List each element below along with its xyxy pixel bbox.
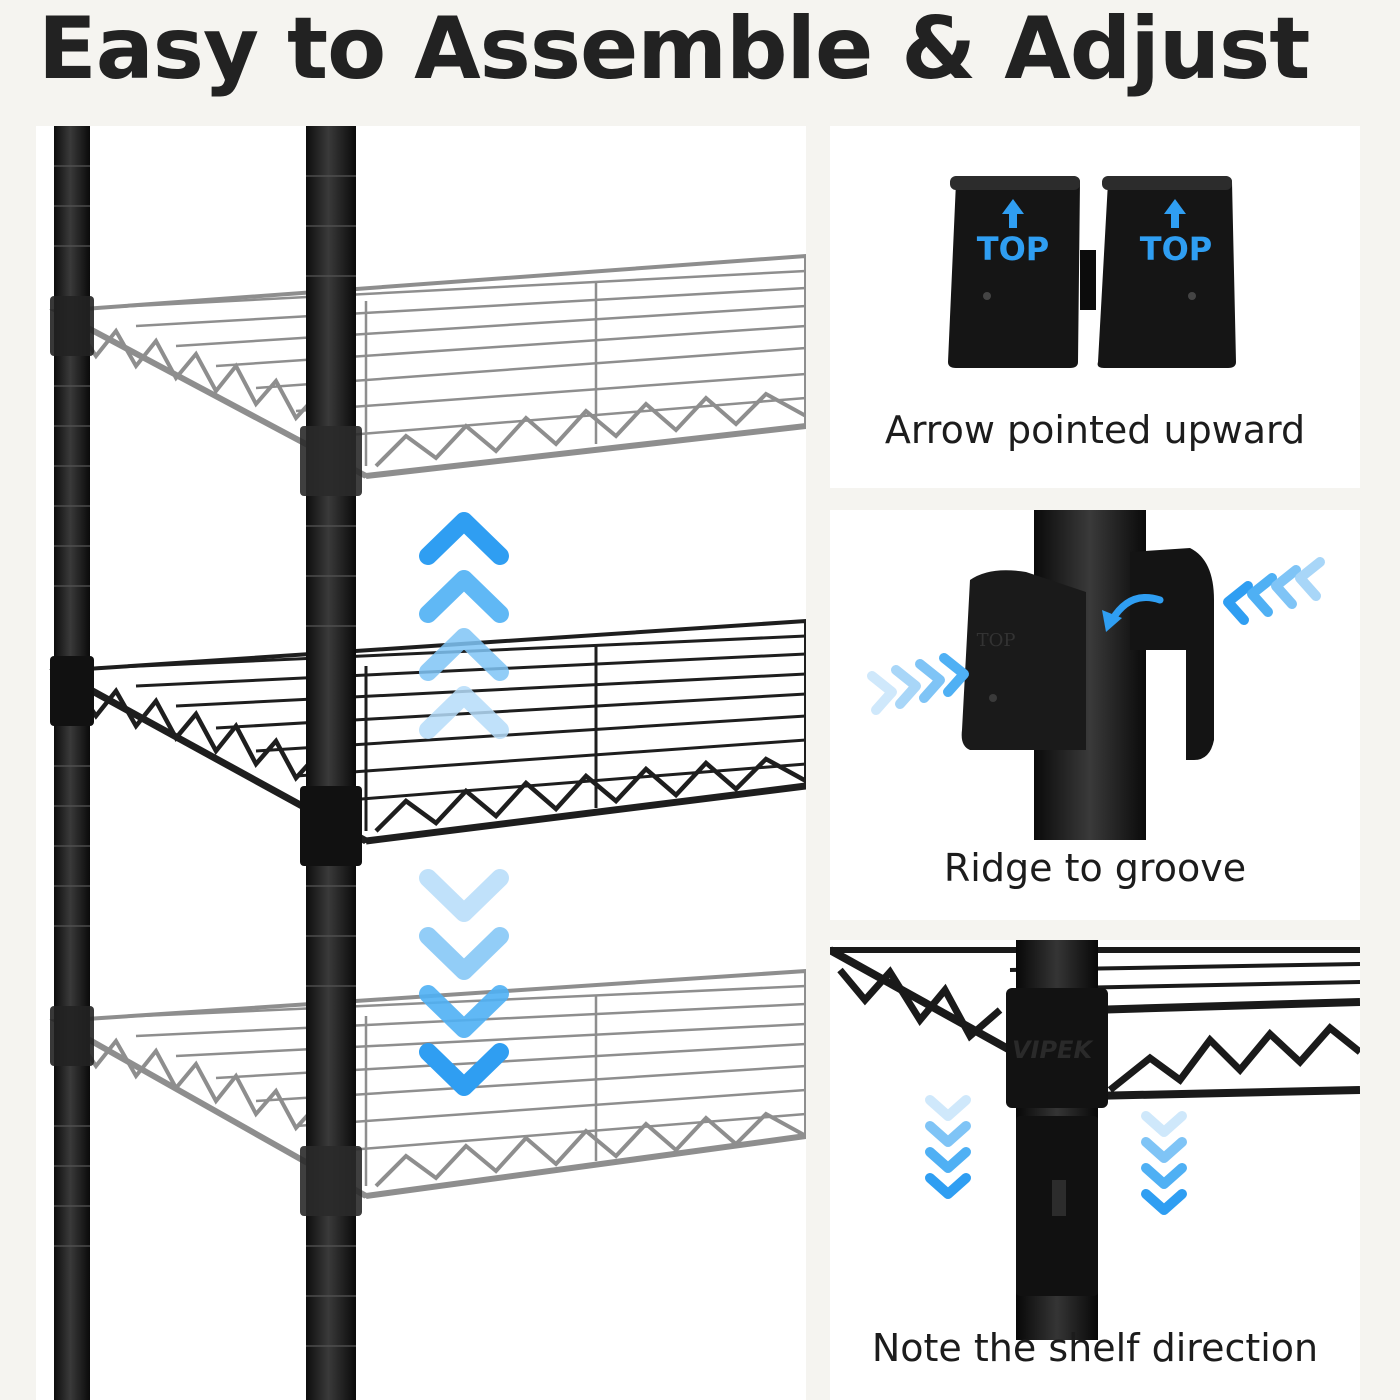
plastic-sleeves-illustration: TOP TOP [948,176,1236,368]
clip-front [961,570,1086,750]
up-arrow-icon [1164,199,1186,228]
sleeve-left: TOP [948,176,1080,368]
shelf-product-image [36,126,806,1400]
clip-top-label: TOP [977,630,1016,651]
left-pole [50,126,94,1400]
shelf-caption: Note the shelf direction [871,1326,1319,1370]
page-title: Easy to Assemble & Adjust [38,0,1310,99]
top-shelf [48,253,806,479]
clip-on-pole-illustration: TOP [867,510,1325,840]
sleeve [1006,988,1108,1108]
up-chevrons-icon [419,512,509,739]
top-label-right: TOP [1140,230,1212,268]
shelving-illustration [48,126,806,1400]
top-label-left: TOP [977,230,1049,268]
sleeve-right: TOP [1080,176,1236,368]
right-chevrons-icon [867,653,969,715]
sleeve-direction-panel: TOP TOP Arrow pointed upward [830,126,1360,488]
ridge-caption: Ridge to groove [943,846,1247,890]
middle-shelf [49,618,806,845]
sleeve-caption: Arrow pointed upward [884,408,1306,452]
down-chevrons-icon [925,1095,1187,1215]
header: Easy to Assemble & Adjust [36,0,1364,126]
right-pole [300,126,362,1400]
shelf-direction-panel: VIPEK Note the shelf direction [830,940,1360,1400]
up-arrow-icon [1002,199,1024,228]
brand-mark: VIPEK [1012,1036,1094,1064]
ridge-groove-panel: TOP Ridge to groove [830,510,1360,920]
down-chevrons-icon [419,869,509,1096]
shelf-corner-illustration: VIPEK [830,940,1360,1340]
left-chevrons-icon [1223,557,1325,625]
